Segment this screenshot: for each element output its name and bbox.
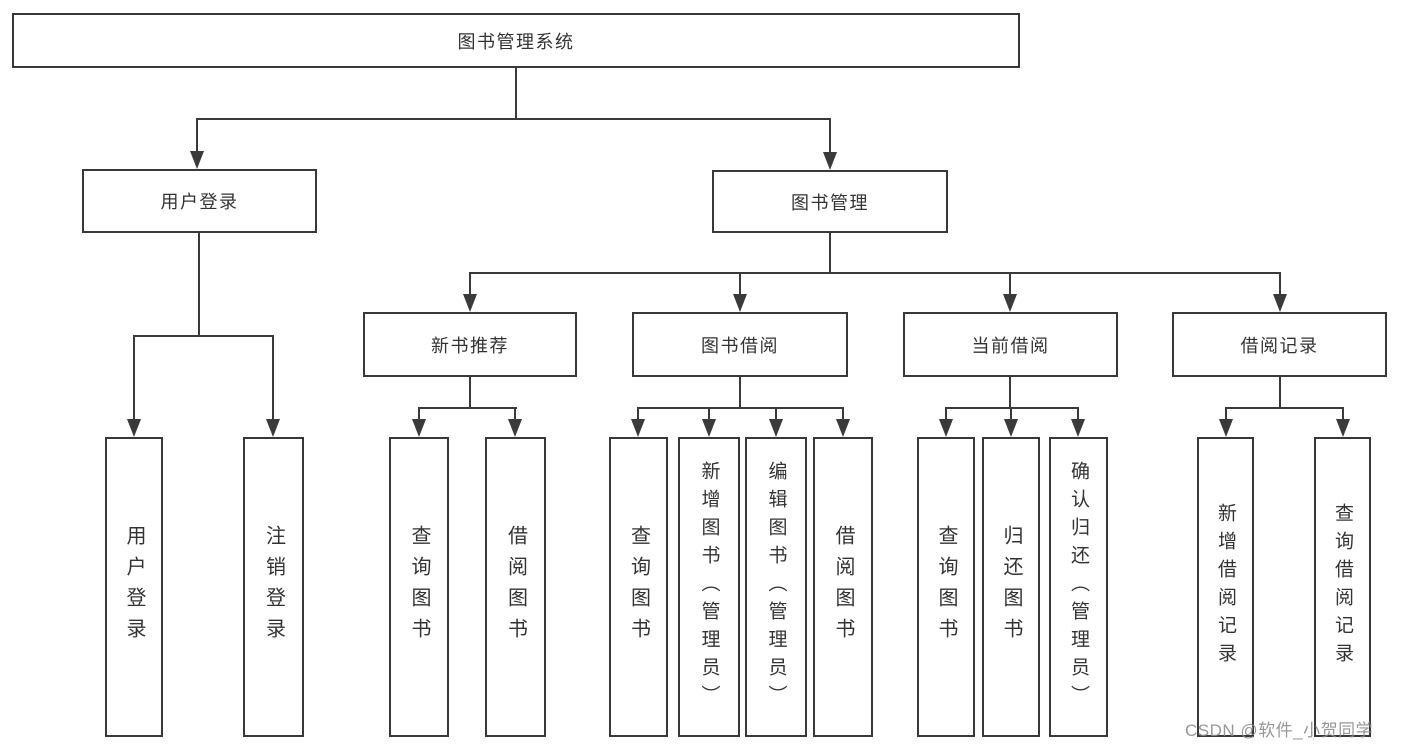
node-user-login: 用户登录	[82, 169, 317, 233]
node-label: 新书推荐	[431, 335, 509, 356]
connector-line	[1009, 377, 1011, 407]
connector-line	[515, 68, 517, 118]
arrowhead-down-icon	[769, 419, 783, 437]
connector-line	[196, 118, 198, 151]
arrowhead-down-icon	[702, 419, 716, 437]
node-new-book-recommendation: 新书推荐	[363, 312, 577, 377]
arrowhead-down-icon	[631, 419, 645, 437]
arrowhead-down-icon	[1071, 419, 1085, 437]
node-label: 用户登录	[123, 525, 145, 649]
node-label: 查询图书	[935, 525, 957, 649]
node-label: 借阅记录	[1240, 335, 1319, 356]
leaf-logout: 注销登录	[243, 437, 304, 737]
leaf-add-borrow-record: 新增借阅记录	[1197, 437, 1254, 737]
leaf-borrow-books: 借阅图书	[813, 437, 873, 737]
node-label: 新增图书（管理员）	[698, 461, 720, 713]
arrowhead-down-icon	[463, 294, 477, 312]
csdn-watermark: CSDN @软件_小贺同学	[1185, 721, 1374, 740]
arrowhead-down-icon	[412, 419, 426, 437]
leaf-return-books: 归还图书	[982, 437, 1040, 737]
node-label: 借阅图书	[504, 525, 527, 649]
connector-line	[469, 377, 471, 407]
connector-line	[842, 407, 844, 419]
node-label: 注销登录	[262, 525, 285, 649]
node-label: 查询借阅记录	[1332, 503, 1353, 671]
connector-line	[829, 118, 831, 152]
connector-line	[1077, 407, 1079, 419]
connector-line	[418, 407, 517, 409]
connector-line	[133, 335, 135, 419]
connector-line	[1010, 407, 1012, 419]
connector-line	[708, 407, 710, 419]
node-library-management-system: 图书管理系统	[12, 13, 1020, 68]
connector-line	[272, 335, 274, 419]
node-label: 新增借阅记录	[1215, 503, 1236, 671]
arrowhead-down-icon	[127, 419, 141, 437]
connector-line	[514, 407, 516, 419]
node-label: 图书借阅	[701, 335, 779, 356]
arrowhead-down-icon	[836, 419, 850, 437]
leaf-edit-books-admin: 编辑图书（管理员）	[745, 437, 807, 737]
connector-line	[1225, 407, 1227, 419]
connector-line	[739, 272, 741, 294]
arrowhead-down-icon	[823, 152, 837, 170]
node-label: 图书管理系统	[457, 31, 575, 52]
arrowhead-down-icon	[190, 151, 204, 169]
arrowhead-down-icon	[939, 419, 953, 437]
node-book-borrowing: 图书借阅	[632, 312, 848, 377]
connector-line	[469, 272, 471, 294]
leaf-query-books-borrowing: 查询图书	[609, 437, 668, 737]
arrowhead-down-icon	[1003, 294, 1017, 312]
arrowhead-down-icon	[1273, 294, 1287, 312]
node-borrowing-records: 借阅记录	[1172, 312, 1387, 377]
arrowhead-down-icon	[1004, 419, 1018, 437]
arrowhead-down-icon	[1219, 419, 1233, 437]
connector-line	[469, 272, 1281, 274]
leaf-borrow-books-recommend: 借阅图书	[485, 437, 546, 737]
leaf-query-books-recommend: 查询图书	[389, 437, 449, 737]
connector-line	[945, 407, 947, 419]
node-label: 借阅图书	[832, 525, 854, 649]
node-label: 查询图书	[627, 525, 650, 649]
leaf-confirm-return-admin: 确认归还（管理员）	[1049, 437, 1108, 737]
leaf-add-books-admin: 新增图书（管理员）	[678, 437, 740, 737]
node-label: 用户登录	[160, 192, 239, 212]
node-label: 编辑图书（管理员）	[765, 461, 787, 713]
connector-line	[1342, 407, 1344, 419]
leaf-query-books-current: 查询图书	[917, 437, 975, 737]
arrowhead-down-icon	[266, 419, 280, 437]
node-label: 图书管理	[791, 192, 869, 213]
node-label: 归还图书	[1000, 525, 1022, 649]
node-current-borrowing: 当前借阅	[903, 312, 1118, 377]
connector-line	[829, 233, 831, 272]
connector-line	[418, 407, 420, 419]
connector-line	[198, 233, 200, 335]
leaf-user-login: 用户登录	[105, 437, 163, 737]
connector-line	[637, 407, 639, 419]
connector-line	[1225, 407, 1343, 409]
connector-line	[1009, 272, 1011, 294]
node-label: 确认归还（管理员）	[1068, 461, 1089, 713]
arrowhead-down-icon	[1336, 419, 1350, 437]
node-label: 查询图书	[408, 525, 430, 649]
node-book-management: 图书管理	[712, 170, 948, 233]
node-label: 当前借阅	[971, 335, 1050, 356]
connector-line	[775, 407, 777, 419]
connector-line	[637, 407, 844, 409]
arrowhead-down-icon	[733, 294, 747, 312]
connector-line	[196, 118, 831, 120]
connector-line	[133, 335, 274, 337]
connector-line	[1279, 272, 1281, 294]
connector-line	[945, 407, 1079, 409]
connector-line	[739, 377, 741, 407]
connector-line	[1279, 377, 1281, 407]
arrowhead-down-icon	[508, 419, 522, 437]
leaf-query-borrow-record: 查询借阅记录	[1314, 437, 1371, 737]
